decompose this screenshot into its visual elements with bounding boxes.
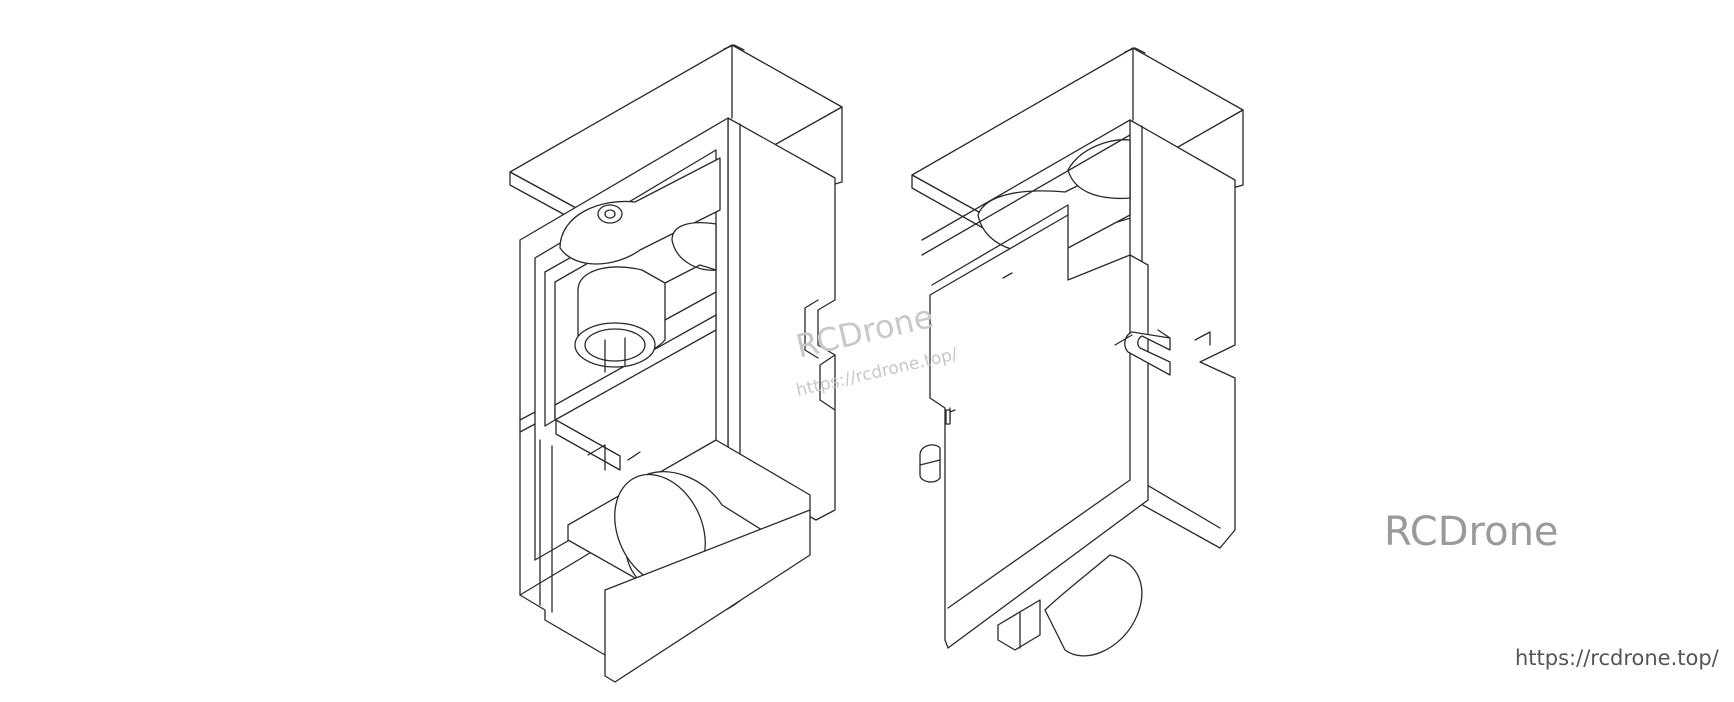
right-clip-middle (1114, 329, 1171, 376)
sensor-module-right (911, 47, 1244, 657)
right-bottom-barrel (997, 554, 1143, 657)
right-pcb-cover (929, 204, 1149, 649)
right-clip-left (919, 444, 941, 483)
brand-label: RCDrone (1384, 509, 1559, 555)
right-upper-lenses (921, 119, 1131, 256)
footer-url: https://rcdrone.top/ (1515, 646, 1720, 670)
left-emitter-top (559, 157, 721, 271)
sensor-module-left (509, 44, 843, 683)
left-side-wall (727, 117, 836, 521)
left-receiver-lens (574, 264, 717, 373)
left-bottom-rails (519, 439, 641, 656)
left-bottom-barrel (567, 439, 811, 683)
